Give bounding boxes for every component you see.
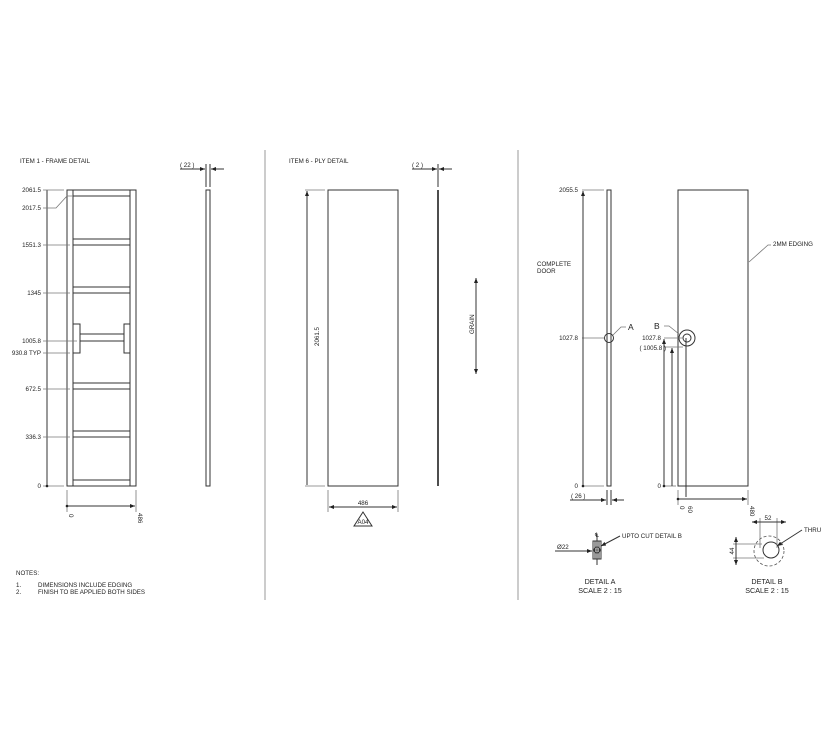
note-2-num: 2. <box>16 589 21 596</box>
dim-0: 0 <box>38 483 42 490</box>
front-dim-0: 0 <box>658 483 662 490</box>
detail-b-width-dim: 52 <box>765 515 772 522</box>
door-zero-dim: 0 <box>575 483 579 490</box>
detail-b-note: THRU <box>804 527 821 534</box>
front-dim-1027-8: 1027.8 <box>642 335 661 342</box>
detail-a-diameter: Ø22 <box>557 544 569 551</box>
note-1-num: 1. <box>16 582 21 589</box>
dim-h-0: 0 <box>67 514 74 518</box>
door-side-view <box>606 189 612 487</box>
detail-a-title: DETAIL A <box>585 577 616 586</box>
front-h-dim-60: 60 <box>686 506 693 513</box>
frame-outline <box>66 189 137 487</box>
complete-door-label-2: DOOR <box>537 268 556 275</box>
dim-1005-8: 1005.8 <box>22 338 41 345</box>
detail-a-callout-circle <box>604 333 614 343</box>
dim-2017-5: 2017.5 <box>22 205 41 212</box>
detail-a: ℄ Ø22 UPTO CUT DETAIL B DETAIL A SCALE 2… <box>555 532 682 595</box>
dim-336-3: 336.3 <box>26 434 42 441</box>
ply-detail-title: ITEM 6 - PLY DETAIL <box>289 158 349 165</box>
dim-672-5: 672.5 <box>26 386 42 393</box>
complete-door-label-1: COMPLETE <box>537 261 571 268</box>
detail-b-callout: B <box>654 321 660 331</box>
frame-detail-view: ITEM 1 - FRAME DETAIL 2061.5 <box>12 158 224 524</box>
door-mid-dim: 1027.8 <box>559 335 578 342</box>
door-front-view <box>677 189 749 487</box>
dim-1345: 1345 <box>27 290 41 297</box>
ply-thickness-dim: ( 2 ) <box>412 162 423 169</box>
revision-tag: A04 <box>357 519 369 526</box>
detail-a-note: UPTO CUT DETAIL B <box>622 533 682 540</box>
detail-a-scale: SCALE 2 : 15 <box>578 586 622 595</box>
centerline-symbol: ℄ <box>594 532 599 539</box>
dim-h-486: 486 <box>136 513 143 524</box>
notes-heading: NOTES: <box>16 570 39 577</box>
dim-2061-5: 2061.5 <box>22 187 41 194</box>
note-1-text: DIMENSIONS INCLUDE EDGING <box>38 582 132 589</box>
note-2-text: FINISH TO BE APPLIED BOTH SIDES <box>38 589 145 596</box>
edging-note: 2MM EDGING <box>773 241 813 248</box>
frame-thickness-dim: ( 22 ) <box>180 162 194 169</box>
dim-930-8-typ: 930.8 TYP <box>12 350 41 357</box>
ply-width-dim: 486 <box>358 500 369 507</box>
ply-detail-view: ITEM 6 - PLY DETAIL 2061.5 486 A04 ( 2 )… <box>289 158 478 527</box>
door-height-dim: 2055.5 <box>559 187 578 194</box>
detail-a-callout: A <box>628 322 634 332</box>
ply-panel <box>327 189 399 487</box>
detail-b: 52 44 THRU DETAIL B SCALE 2 : 15 <box>729 515 821 595</box>
front-dim-1005-8: ( 1005.8 ) <box>640 345 666 352</box>
notes-block: NOTES: 1. DIMENSIONS INCLUDE EDGING 2. F… <box>16 570 145 596</box>
complete-door-view: COMPLETE DOOR 2055.5 1027.8 0 A ( 26 ) 2… <box>537 187 813 517</box>
detail-b-scale: SCALE 2 : 15 <box>745 586 789 595</box>
detail-b-title: DETAIL B <box>751 577 782 586</box>
door-thickness-dim: ( 26 ) <box>571 493 585 500</box>
frame-detail-title: ITEM 1 - FRAME DETAIL <box>20 158 91 165</box>
frame-side-view <box>205 189 211 487</box>
detail-b-height-dim: 44 <box>729 547 736 554</box>
revision-triangle <box>353 511 373 527</box>
ply-height-dim: 2061.5 <box>314 327 321 346</box>
front-h-dim-480: 480 <box>748 506 755 517</box>
front-h-dim-0: 0 <box>678 506 685 510</box>
grain-label: GRAIN <box>469 314 476 334</box>
dim-1551-3: 1551.3 <box>22 242 41 249</box>
